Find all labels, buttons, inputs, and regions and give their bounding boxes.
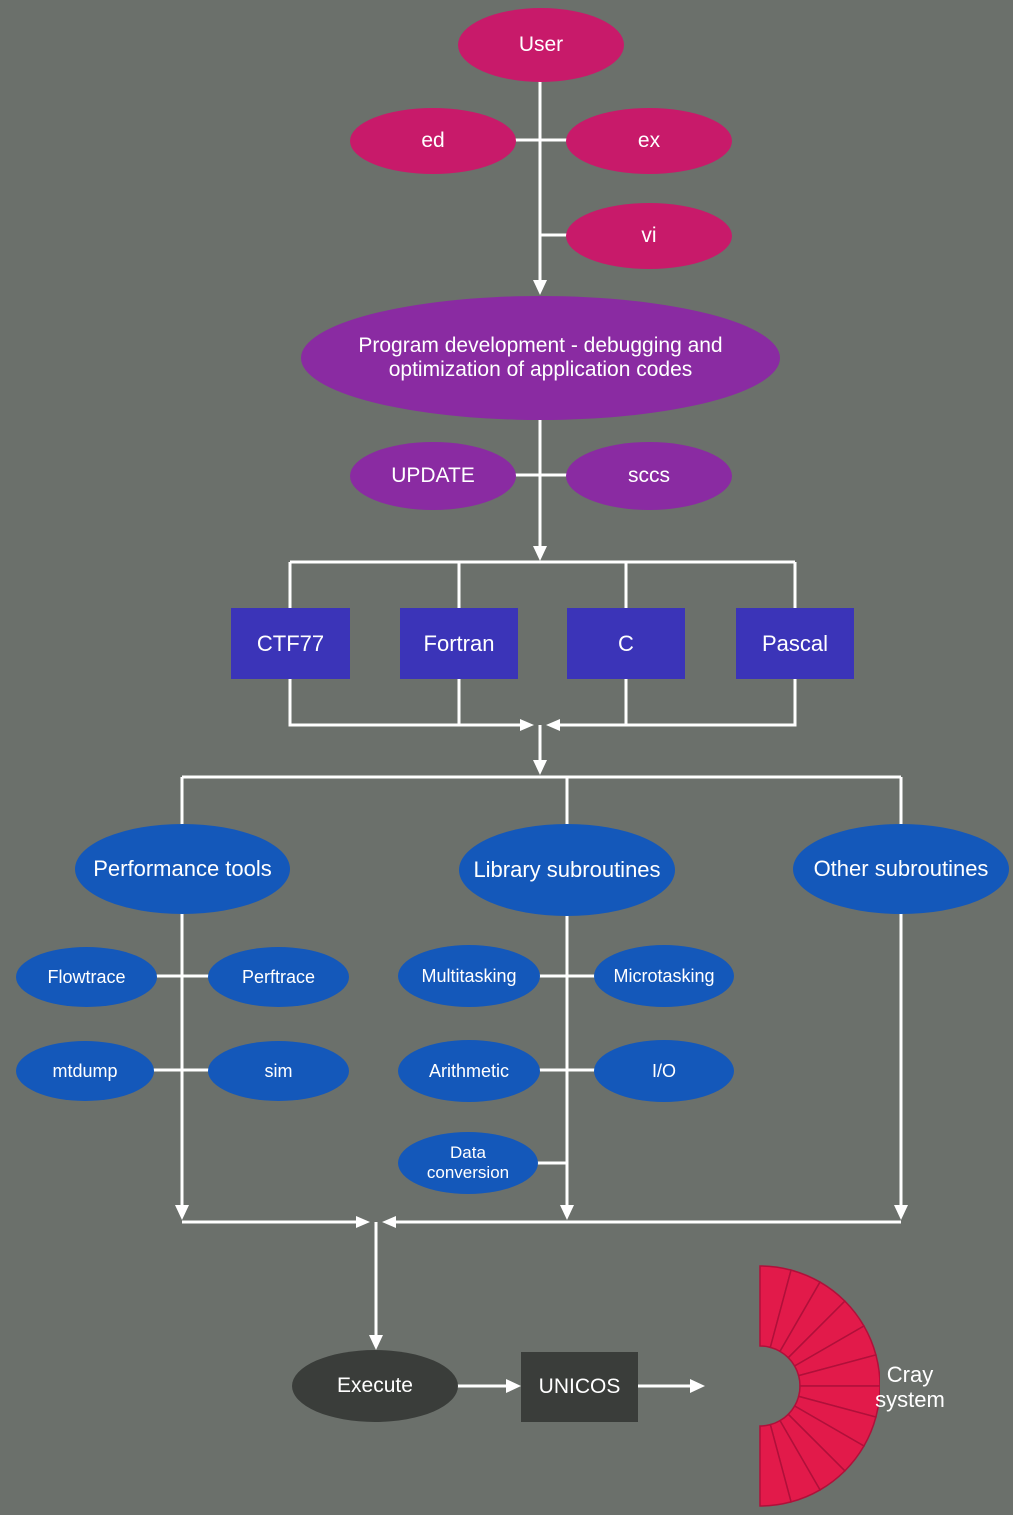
- vi-node: vi: [566, 203, 732, 269]
- cray-label-line1: Cray: [886, 1362, 934, 1387]
- arrow-to-compilers: [533, 546, 547, 561]
- compiler-bottom-right: [552, 678, 797, 727]
- update-node: UPDATE: [350, 442, 516, 510]
- ed-node: ed: [350, 108, 516, 174]
- cray-system-graphic: [759, 1265, 880, 1507]
- cray-segment: [759, 1423, 792, 1507]
- compiler-bottom-left: [288, 678, 528, 727]
- data-conversion-node: Data conversion: [398, 1132, 538, 1194]
- pascal-box: Pascal: [736, 608, 854, 679]
- arithmetic-node: Arithmetic: [398, 1040, 540, 1102]
- perftrace-node: Perftrace: [208, 947, 349, 1007]
- c-box: C: [567, 608, 685, 679]
- arrow-to-program: [533, 280, 547, 295]
- cray-system-label: Cray system: [864, 1362, 956, 1413]
- ex-node: ex: [566, 108, 732, 174]
- unicos-box: UNICOS: [521, 1352, 638, 1422]
- program-development-line2: optimization of application codes: [388, 358, 693, 381]
- io-node: I/O: [594, 1040, 734, 1102]
- cray-label-line2: system: [875, 1387, 945, 1413]
- fortran-box: Fortran: [400, 608, 518, 679]
- sccs-node: sccs: [566, 442, 732, 510]
- microtasking-node: Microtasking: [594, 945, 734, 1007]
- data-conversion-line1: Data: [450, 1143, 486, 1163]
- program-development-line1: Program development - debugging and: [358, 333, 723, 357]
- other-subroutines-node: Other subroutines: [793, 824, 1009, 914]
- performance-tools-node: Performance tools: [75, 824, 290, 914]
- mtdump-node: mtdump: [16, 1041, 154, 1101]
- data-conversion-line2: conversion: [426, 1163, 510, 1182]
- user-node: User: [458, 8, 624, 82]
- multitasking-node: Multitasking: [398, 945, 540, 1007]
- library-subroutines-node: Library subroutines: [459, 824, 675, 916]
- sim-node: sim: [208, 1041, 349, 1101]
- execute-node: Execute: [292, 1350, 458, 1422]
- ctf77-box: CTF77: [231, 608, 350, 679]
- flowtrace-node: Flowtrace: [16, 947, 157, 1007]
- program-development-node: Program development - debugging and opti…: [301, 296, 780, 420]
